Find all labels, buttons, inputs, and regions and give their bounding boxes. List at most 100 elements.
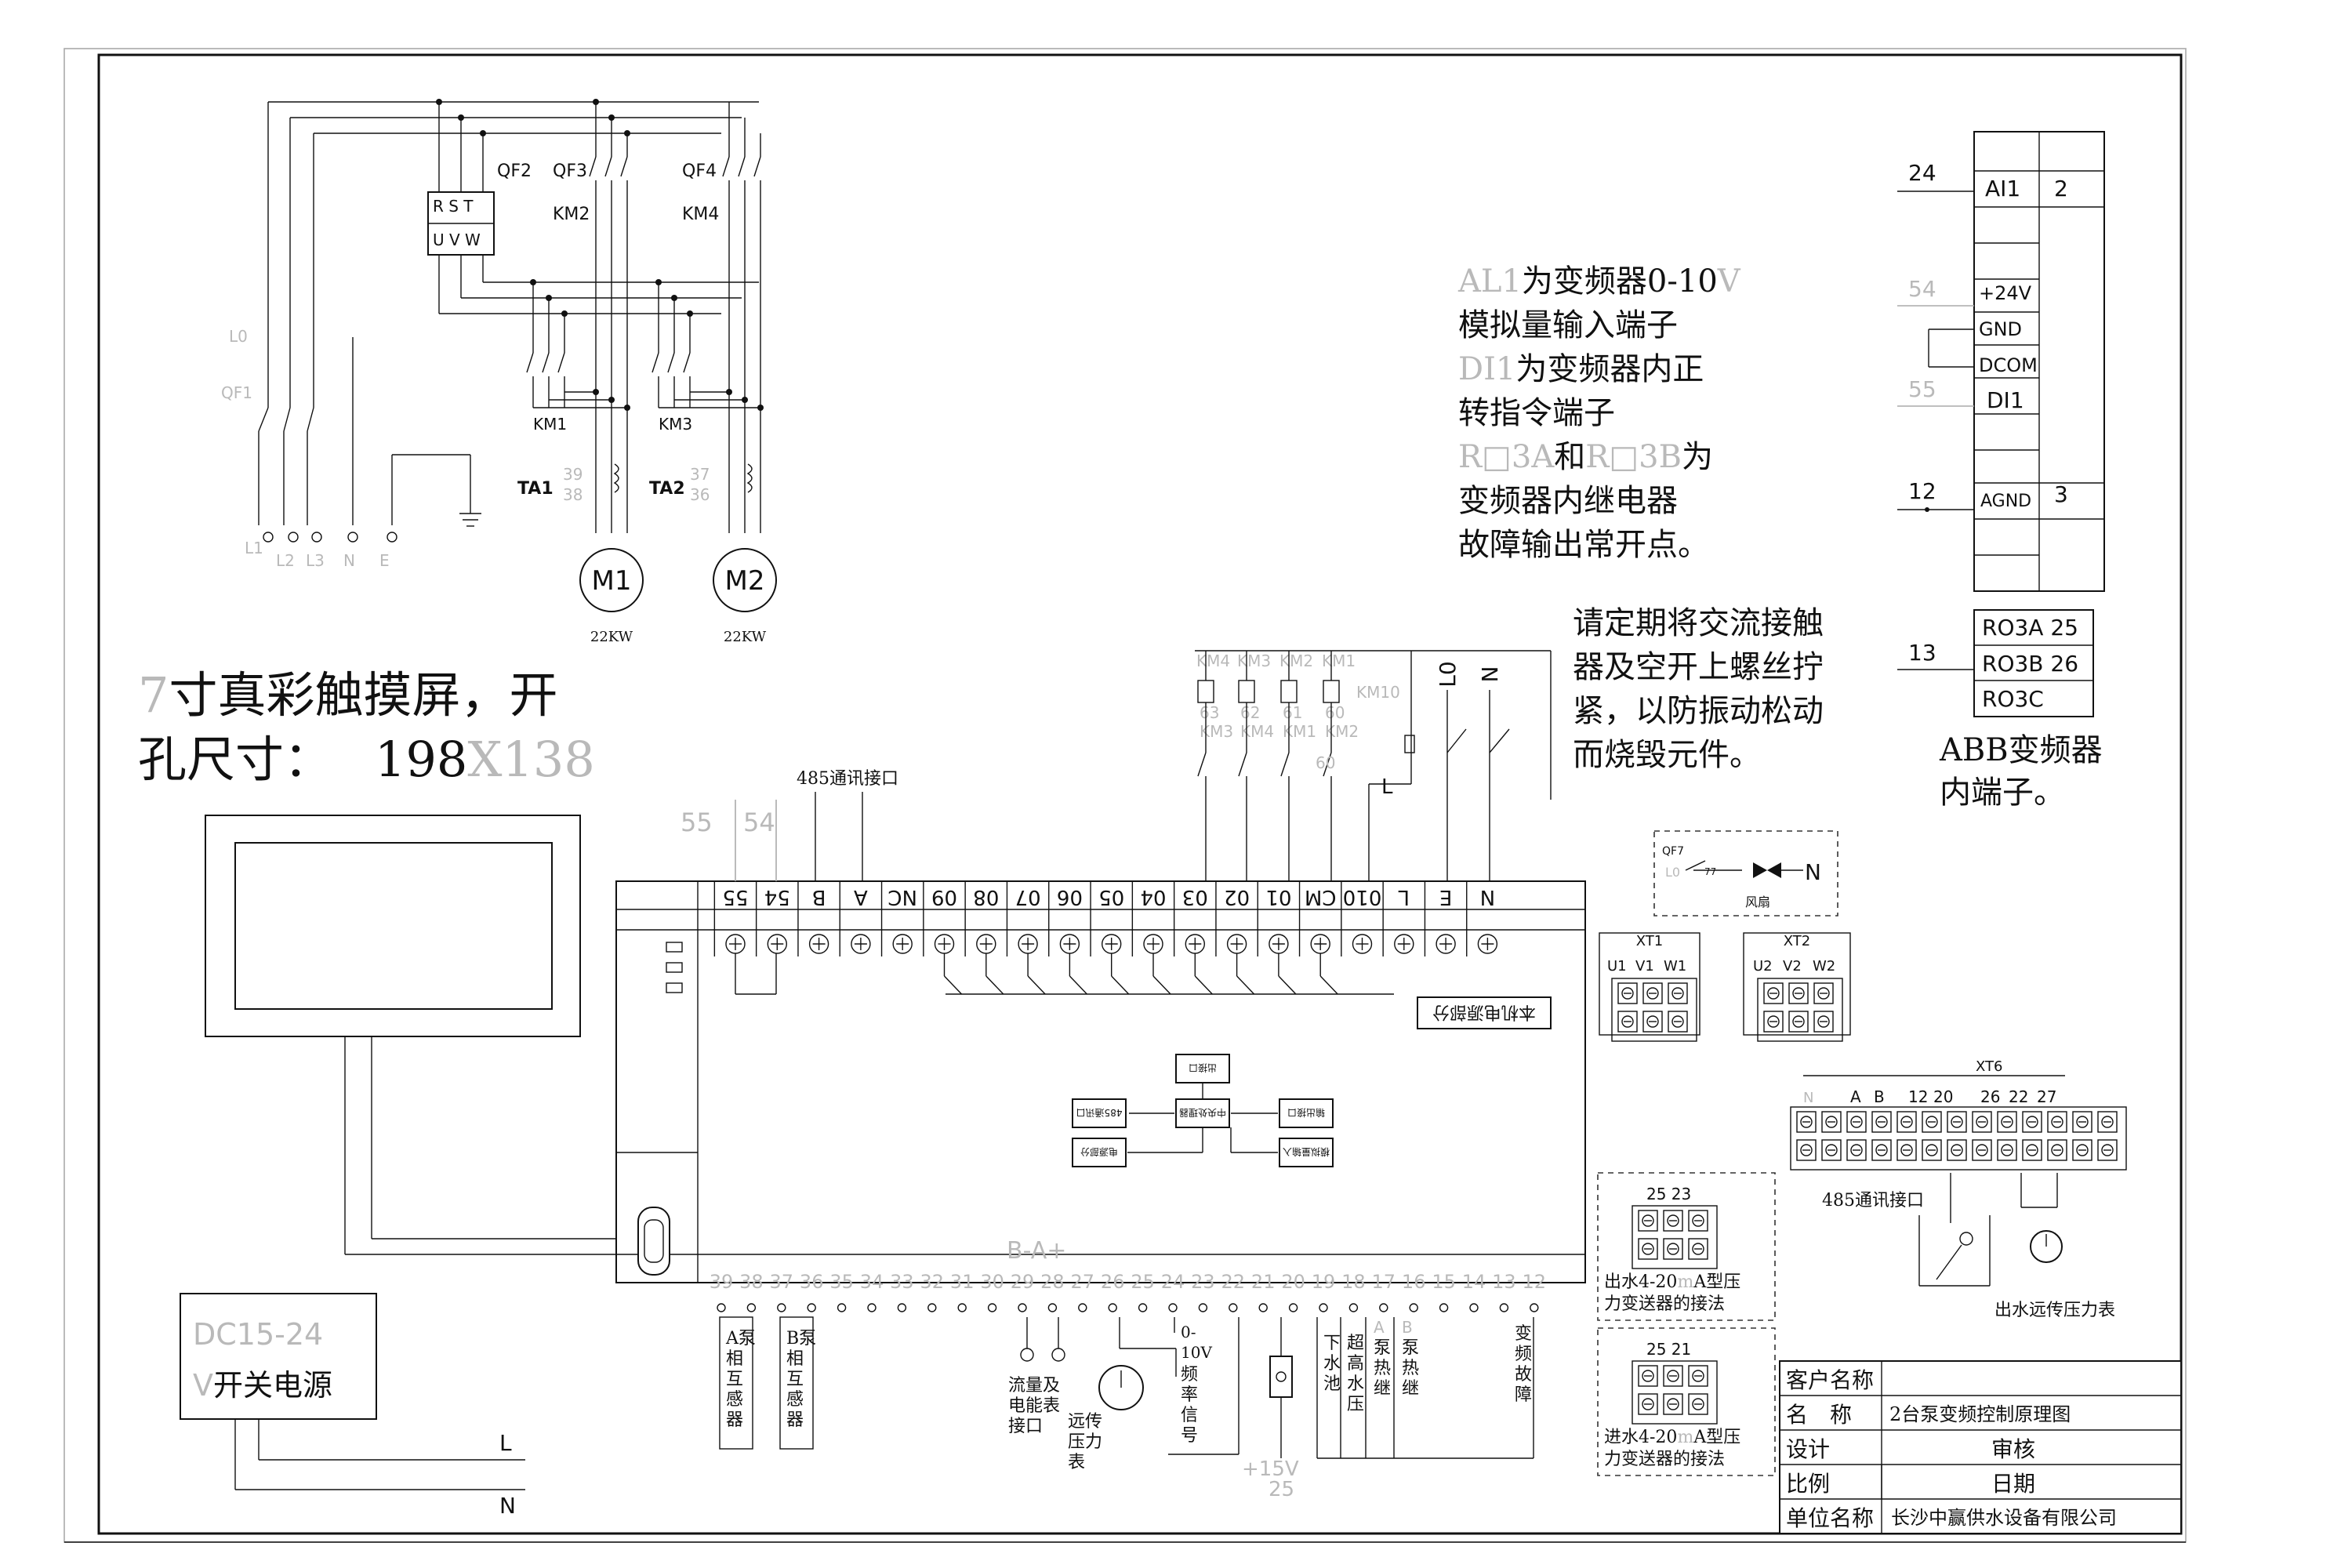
bottom-terminal-label: 29: [1011, 1271, 1035, 1293]
top-terminal-screw: [1436, 934, 1456, 954]
bottom-terminal-screw: [1229, 1303, 1238, 1312]
xt6-terminal-block: [1796, 1139, 1817, 1161]
xt1-label: XT1: [1636, 933, 1663, 949]
motor-m1: [579, 548, 644, 612]
remote-label-2: 表: [1068, 1453, 1085, 1472]
l-relay-label: L: [1381, 775, 1393, 799]
bottom-terminal-label: 24: [1161, 1271, 1185, 1293]
fan-l0: L0: [1665, 865, 1680, 880]
svg-text:V开关电源: V开关电源: [193, 1368, 332, 1403]
block-output-interface: 出接口: [1189, 1062, 1217, 1074]
xt6-terminal-block: [1947, 1139, 1967, 1161]
abb-caption-0: ABB变频器: [1939, 732, 2103, 768]
in-transmitter-line2: 力变送器的接法: [1604, 1450, 1725, 1469]
note-line-0-tail: V: [1717, 263, 1741, 299]
xt6-12: 12: [1908, 1087, 1928, 1106]
remote-label-1: 压力: [1068, 1432, 1102, 1452]
fault-label-2: 故: [1515, 1365, 1532, 1385]
note-di1-term: DI1: [1458, 351, 1515, 387]
function-blocks: 出接口 485通讯口 中央处理器 输出接口 电源部分 模拟量输入: [1072, 1054, 1334, 1167]
power-supply-box: [180, 1293, 377, 1420]
abb-ro3b: RO3B 26: [1982, 651, 2078, 677]
bottom-terminal-label: 26: [1101, 1271, 1125, 1293]
a-thermal-label-3: 继: [1374, 1379, 1391, 1399]
out-transmitter-block: [1663, 1210, 1683, 1232]
xt2-label: XT2: [1784, 933, 1810, 949]
power-supply-line1: DC15-24: [193, 1317, 323, 1352]
bottom-terminal-label: 17: [1372, 1271, 1396, 1293]
out-transmitter-block: [1688, 1238, 1708, 1260]
bottom-terminal-screw: [1018, 1303, 1027, 1312]
ta-term-38: 38: [563, 485, 583, 504]
a-thermal-label-2: 热: [1374, 1359, 1391, 1378]
out-transmitter-block: [1688, 1210, 1708, 1232]
fault-label-3: 障: [1515, 1385, 1532, 1405]
tb-date-label: 日期: [1991, 1471, 2035, 1497]
xt6-terminal-block: [1922, 1139, 1942, 1161]
svg-text:DI1为变频器内正: DI1为变频器内正: [1458, 351, 1704, 387]
overp-label-2: 水: [1347, 1374, 1364, 1394]
xt6-terminal-block: [1871, 1139, 1892, 1161]
b-thermal-label-3: 继: [1402, 1379, 1419, 1399]
abb-ai1-num: 2: [2054, 176, 2068, 201]
comm-interface-label: 485通讯接口: [797, 769, 898, 789]
relay-sub-label: KM1: [1283, 722, 1316, 741]
maint-line-3: 而烧毁元件。: [1573, 737, 1761, 773]
top-terminal-label: L: [1398, 885, 1410, 909]
power-supply-label: 开关电源: [213, 1368, 332, 1403]
abb-left-55: 55: [1908, 376, 1936, 402]
xt1-w1: W1: [1664, 958, 1686, 975]
power-schematic: R S T U V W QF2 QF3 QF4 KM2 KM4: [221, 99, 777, 645]
xt6-terminal-block: [2022, 1111, 2042, 1133]
xt6-terminal-block: [1997, 1139, 2017, 1161]
top-terminal-label: NC: [887, 885, 917, 909]
ta-term-36: 36: [690, 485, 710, 504]
pump-a-label-4: 器: [726, 1410, 743, 1430]
km10-label: KM10: [1356, 683, 1400, 702]
top-terminal-screw: [1477, 934, 1498, 954]
supply-l3: L3: [306, 551, 325, 570]
relay-num-label: 62: [1240, 703, 1260, 722]
xt2-terminal-block: [1788, 982, 1809, 1004]
km2-label: KM2: [553, 205, 590, 224]
bottom-terminal-label: 21: [1251, 1271, 1276, 1293]
out-transmitter-block: [1638, 1210, 1658, 1232]
abb-ro3c: RO3C: [1982, 686, 2044, 712]
pump-b-label-0: B泵: [786, 1329, 816, 1348]
xt6-terminal-block: [1896, 1111, 1917, 1133]
pump-b-label-4: 器: [786, 1410, 804, 1430]
fault-label-1: 频: [1515, 1345, 1532, 1364]
km3-label: KM3: [659, 415, 692, 434]
out-transmitter-block: [1663, 1238, 1683, 1260]
b-thermal-label-0: B: [1402, 1318, 1413, 1337]
note-line-4: 和: [1554, 439, 1585, 475]
xt2-terminal-block: [1788, 1011, 1809, 1033]
tb-review-label: 审核: [1991, 1436, 2035, 1462]
freq-label-3: 率: [1181, 1385, 1198, 1405]
bottom-terminal-label: 31: [950, 1271, 975, 1293]
tb-design-label: 设计: [1786, 1436, 1830, 1462]
top-terminal-label: B: [812, 885, 826, 909]
screen-size-number: 7: [138, 666, 169, 724]
flow-label-1: 电能表: [1008, 1396, 1060, 1416]
bottom-terminal-label: 23: [1191, 1271, 1215, 1293]
xt1-terminal-block: [1617, 982, 1638, 1004]
xt1-terminal-block: [1642, 1011, 1663, 1033]
top-terminal-label: 08: [973, 885, 999, 909]
top-terminal-label: 010: [1343, 885, 1382, 909]
bottom-terminal-screw: [1499, 1303, 1509, 1312]
xt2-terminal-block: [1763, 1011, 1784, 1033]
flow-label-0: 流量及: [1008, 1376, 1060, 1396]
relay-num-label: 60: [1325, 703, 1345, 722]
xt6-20: 20: [1933, 1087, 1953, 1106]
relay-coil-icon: [1238, 680, 1255, 703]
xt2-u2: U2: [1753, 958, 1773, 975]
power-supply-v: V: [193, 1368, 213, 1403]
power-supply: DC15-24 V开关电源 L N: [180, 1293, 525, 1519]
top-terminal-screw: [892, 934, 913, 954]
freq-label-1: 10V: [1181, 1343, 1212, 1362]
out-transmitter-m: m: [1677, 1272, 1693, 1292]
relay-extra-60: 60: [1316, 753, 1335, 772]
controller-body: [615, 880, 1586, 1283]
